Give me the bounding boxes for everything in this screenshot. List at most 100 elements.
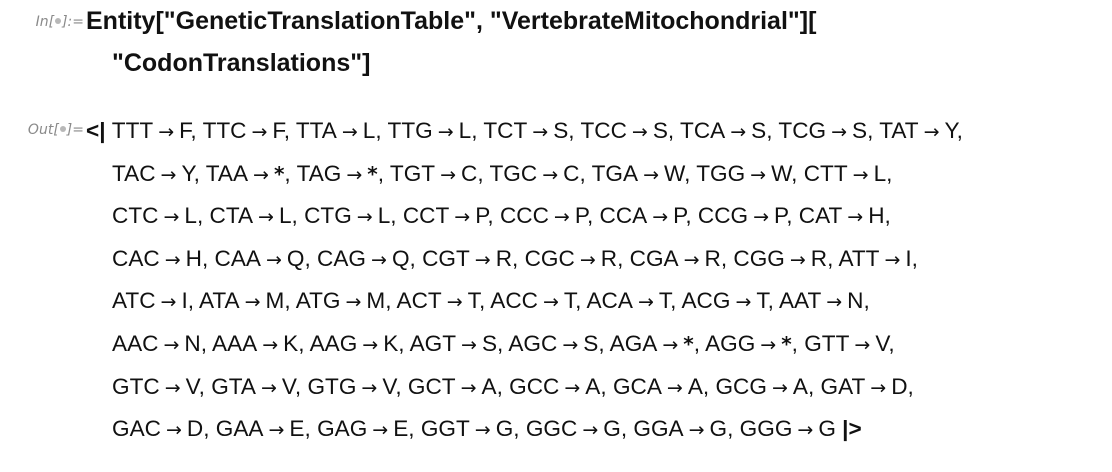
rule-separator: , <box>867 118 880 143</box>
amino-acid: N <box>184 330 201 356</box>
codon-rule: GCT→A <box>408 374 497 399</box>
codon: AAG <box>309 330 358 356</box>
codon-rule: TCC→S <box>580 118 667 143</box>
codon-rule: GCA→A <box>613 374 703 399</box>
output-line: <| TTT→F, TTC→F, TTA→L, TTG→L, TCT→S, TC… <box>86 110 1108 153</box>
codon: TCA <box>680 118 726 143</box>
codon-rule: GGG→G <box>740 416 836 441</box>
codon: GCT <box>407 373 456 399</box>
output-label-text: Out[]= <box>27 122 84 138</box>
codon: GGC <box>525 416 578 442</box>
codon: TTA <box>295 118 337 143</box>
cell-label-dot-icon <box>59 126 66 132</box>
rule-arrow-icon: → <box>564 376 581 399</box>
input-code-line-2[interactable]: "CodonTranslations"] <box>112 49 371 77</box>
rule-arrow-icon: → <box>446 291 463 314</box>
input-cell-label: In[]:= <box>4 14 84 30</box>
cell-label-dot-icon <box>55 18 62 24</box>
codon-rule: CCC→P <box>500 203 587 228</box>
amino-acid: N <box>847 288 864 314</box>
codon: GAA <box>215 416 264 442</box>
amino-acid: R <box>704 245 721 271</box>
amino-acid: D <box>891 373 908 399</box>
codon-rule: ATG→M <box>296 288 386 313</box>
rule-separator: , <box>767 288 779 314</box>
codon: CTT <box>803 160 848 186</box>
codon-rule: GTT→V <box>804 331 888 356</box>
codon: ACA <box>586 288 633 314</box>
rule-separator: , <box>390 203 403 229</box>
codon-rule: CGA→R <box>630 246 721 271</box>
rule-separator: , <box>284 288 296 314</box>
amino-acid: E <box>289 416 305 442</box>
codon-rule: CCA→P <box>600 203 686 228</box>
rule-separator: , <box>377 160 390 186</box>
amino-acid: V <box>875 330 889 356</box>
codon: ACC <box>490 288 538 314</box>
rule-arrow-icon: → <box>826 291 843 314</box>
amino-acid: C <box>461 160 478 186</box>
rule-arrow-icon: → <box>735 291 752 314</box>
amino-acid: H <box>868 203 885 229</box>
codon-rule: CTA→L <box>210 203 292 228</box>
input-cell[interactable]: In[]:= Entity["GeneticTranslationTable",… <box>0 0 1112 92</box>
amino-acid: W <box>663 160 685 186</box>
codon-rule: CTT→L <box>804 161 886 186</box>
amino-acid: L <box>873 160 887 186</box>
codon-rule: AAC→N <box>112 331 201 356</box>
amino-acid: L <box>362 118 376 143</box>
codon: CCA <box>599 203 648 229</box>
codon-rule: GAT→D <box>821 374 908 399</box>
rule-arrow-icon: → <box>265 248 282 271</box>
amino-acid: G <box>495 416 514 442</box>
rule-separator: , <box>395 373 408 399</box>
codon-translations-output: <| TTT→F, TTC→F, TTA→L, TTG→L, TCT→S, TC… <box>86 110 1108 451</box>
input-code-line-1[interactable]: Entity["GeneticTranslationTable", "Verte… <box>86 7 817 35</box>
rule-arrow-icon: → <box>160 291 177 314</box>
codon: GCC <box>509 373 560 399</box>
codon: CGA <box>629 245 679 271</box>
rule-separator: , <box>886 160 893 186</box>
rule-arrow-icon: → <box>789 248 806 271</box>
rule-separator: , <box>827 245 839 271</box>
codon-rule: TCT→S <box>483 118 568 143</box>
amino-acid: P <box>574 203 587 229</box>
codon-rule: TGT→C <box>390 161 477 186</box>
rule-separator: , <box>291 203 305 229</box>
rule-separator: , <box>586 203 600 229</box>
rule-separator: , <box>497 330 509 356</box>
output-line: AAC→N, AAA→K, AAG→K, AGT→S, AGC→S, AGA→*… <box>86 323 1108 366</box>
codon-rule: TAT→Y <box>879 118 956 143</box>
rule-separator: , <box>579 160 592 186</box>
codon: GTC <box>112 373 160 399</box>
rule-arrow-icon: → <box>884 248 901 271</box>
rule-arrow-icon: → <box>662 333 679 356</box>
codon-rule: GTA→V <box>211 374 295 399</box>
amino-acid: Q <box>286 245 305 271</box>
rule-arrow-icon: → <box>440 163 457 186</box>
amino-acid: R <box>810 245 828 271</box>
codon: TGT <box>389 160 436 186</box>
amino-acid: V <box>382 373 396 399</box>
codon-rule: GGT→G <box>421 416 513 441</box>
rule-arrow-icon: → <box>532 121 549 143</box>
amino-acid: T <box>658 288 671 314</box>
amino-acid: S <box>583 330 599 356</box>
amino-acid: Y <box>944 118 957 143</box>
rule-arrow-icon: → <box>637 291 654 314</box>
rule-arrow-icon: → <box>750 163 767 186</box>
codon: CCC <box>499 203 549 229</box>
rule-arrow-icon: → <box>562 333 579 356</box>
amino-acid: K <box>383 330 399 356</box>
rule-arrow-icon: → <box>870 376 887 399</box>
rule-arrow-icon: → <box>579 248 596 271</box>
amino-acid: * <box>683 331 694 356</box>
codon: AAT <box>778 288 822 314</box>
input-code[interactable]: Entity["GeneticTranslationTable", "Verte… <box>86 0 1096 84</box>
codon: TTG <box>387 118 433 143</box>
codon-rule: ACT→T <box>397 288 479 313</box>
amino-acid: P <box>475 203 488 229</box>
rule-separator: , <box>685 203 698 229</box>
codon-rule: TTT→F <box>112 118 191 143</box>
codon: ATC <box>112 288 156 314</box>
